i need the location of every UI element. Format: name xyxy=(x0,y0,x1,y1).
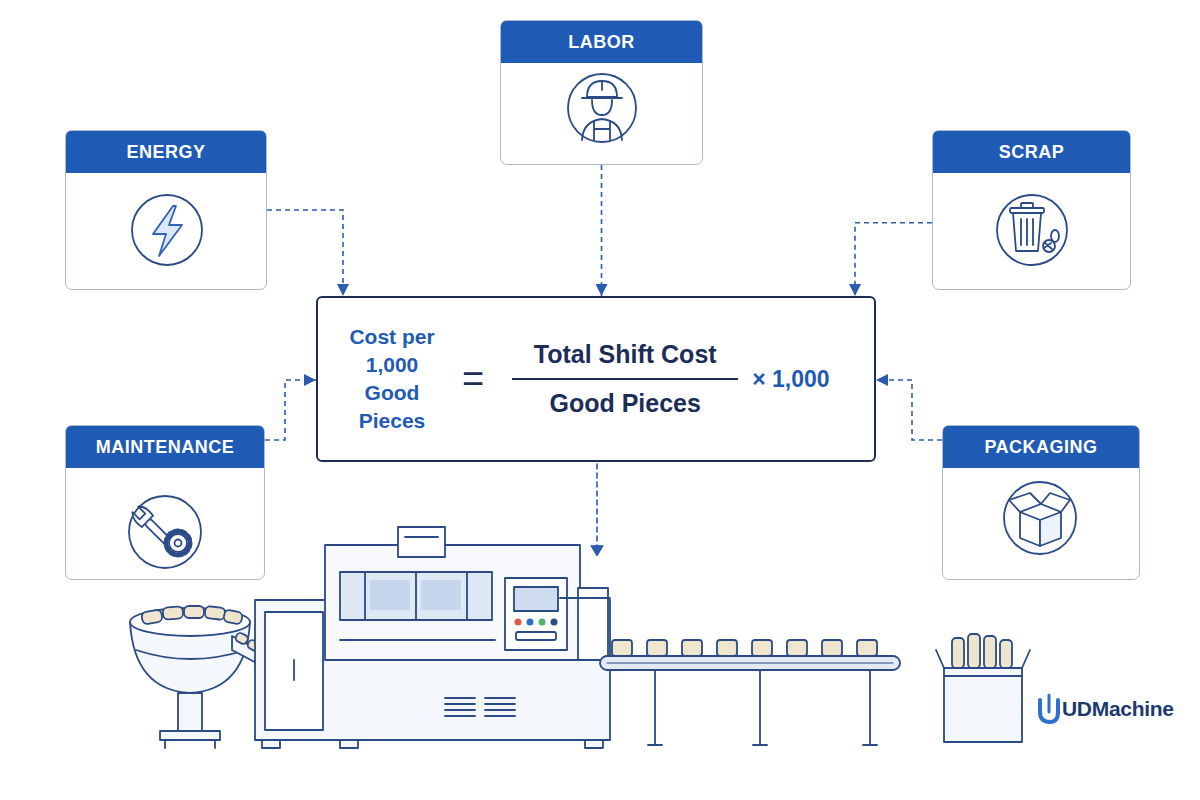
bowl-feeder xyxy=(130,606,262,748)
card-heading: SCRAP xyxy=(933,131,1130,173)
energy-icon xyxy=(132,195,202,265)
card-heading: MAINTENANCE xyxy=(66,426,264,468)
result-label: Cost per 1,000 Good Pieces xyxy=(338,323,446,435)
card-heading: ENERGY xyxy=(66,131,266,173)
cost-card: ENERGY xyxy=(65,130,267,290)
scrap-icon xyxy=(997,195,1067,265)
packaging-icon xyxy=(1004,482,1076,554)
dashed-connector xyxy=(876,380,942,440)
card-heading: PACKAGING xyxy=(943,426,1139,468)
dashed-connector xyxy=(265,380,316,440)
cost-card: SCRAP xyxy=(932,130,1131,290)
machine xyxy=(255,527,610,748)
arrow-head xyxy=(591,546,603,556)
logo-wordmark: UDMachine xyxy=(1062,697,1174,721)
cost-card: PACKAGING xyxy=(942,425,1140,580)
dashed-connector xyxy=(267,210,343,296)
card-heading: LABOR xyxy=(501,21,702,63)
fraction: Total Shift CostGood Pieces xyxy=(512,340,738,418)
cost-card: LABOR xyxy=(500,20,703,165)
fraction-bar xyxy=(512,378,738,380)
dashed-connector xyxy=(601,165,603,296)
output-box xyxy=(936,634,1030,742)
equals-sign: = xyxy=(462,359,484,399)
leader-line xyxy=(596,464,598,548)
dashed-connector xyxy=(855,223,932,296)
multiplier: × 1,000 xyxy=(752,366,829,393)
cost-card: MAINTENANCE xyxy=(65,425,265,580)
conveyor xyxy=(600,640,900,745)
maintenance-icon xyxy=(129,496,201,568)
logo-mark xyxy=(1040,695,1058,722)
denominator: Good Pieces xyxy=(512,380,738,418)
labor-icon xyxy=(568,74,636,142)
numerator: Total Shift Cost xyxy=(512,340,738,378)
formula-box: Cost per 1,000 Good Pieces = Total Shift C… xyxy=(316,296,876,462)
